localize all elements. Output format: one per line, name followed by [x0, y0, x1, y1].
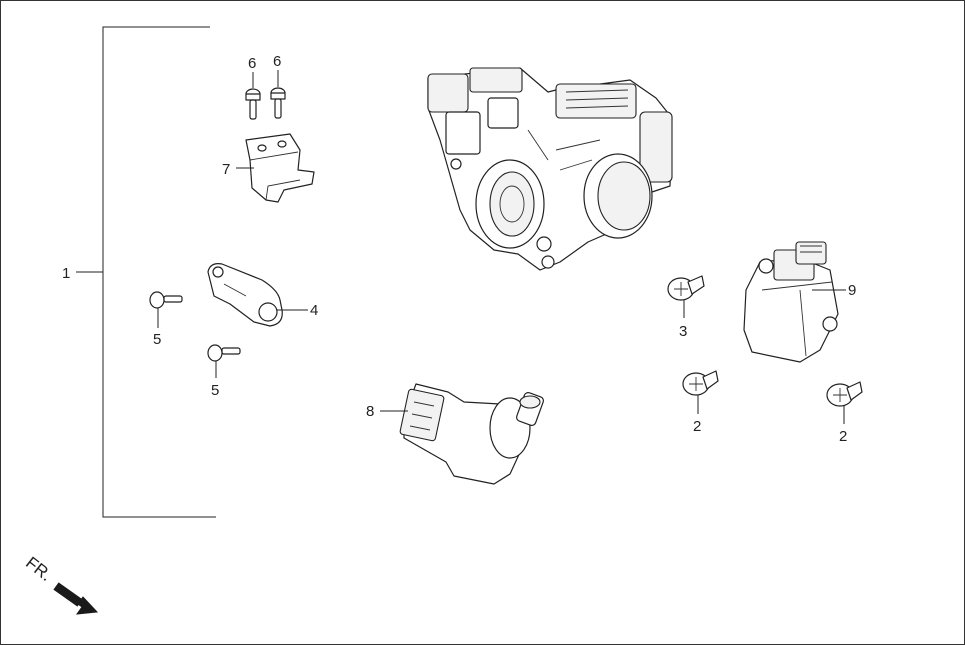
callout-9: 9	[848, 282, 856, 299]
callout-2a: 2	[693, 418, 701, 435]
callout-5b: 5	[211, 382, 219, 399]
callout-6a: 6	[248, 55, 256, 72]
callout-4: 4	[310, 302, 318, 319]
part-5-screw-lower	[207, 344, 241, 362]
callout-3: 3	[679, 323, 687, 340]
part-6-screw-left	[245, 88, 261, 120]
part-4-plate	[207, 263, 283, 327]
callout-8: 8	[366, 403, 374, 420]
callout-6b: 6	[273, 53, 281, 70]
callout-1: 1	[62, 265, 70, 282]
assembly-bracket	[76, 26, 216, 518]
part-8-sensor	[399, 383, 545, 485]
front-direction-marker: FR.	[22, 553, 99, 615]
part-3-screw	[667, 275, 705, 301]
throttle-body-assembly	[427, 67, 673, 271]
callout-5a: 5	[153, 331, 161, 348]
part-2-screw-left	[682, 370, 719, 396]
front-label: FR.	[22, 553, 55, 585]
part-2-screw-right	[826, 381, 863, 407]
part-7-bracket	[245, 133, 315, 203]
callout-7: 7	[222, 161, 230, 178]
callout-2b: 2	[839, 428, 847, 445]
part-6-screw-right	[270, 87, 286, 119]
part-9-sensor	[743, 241, 839, 363]
part-5-screw-upper	[149, 291, 183, 309]
